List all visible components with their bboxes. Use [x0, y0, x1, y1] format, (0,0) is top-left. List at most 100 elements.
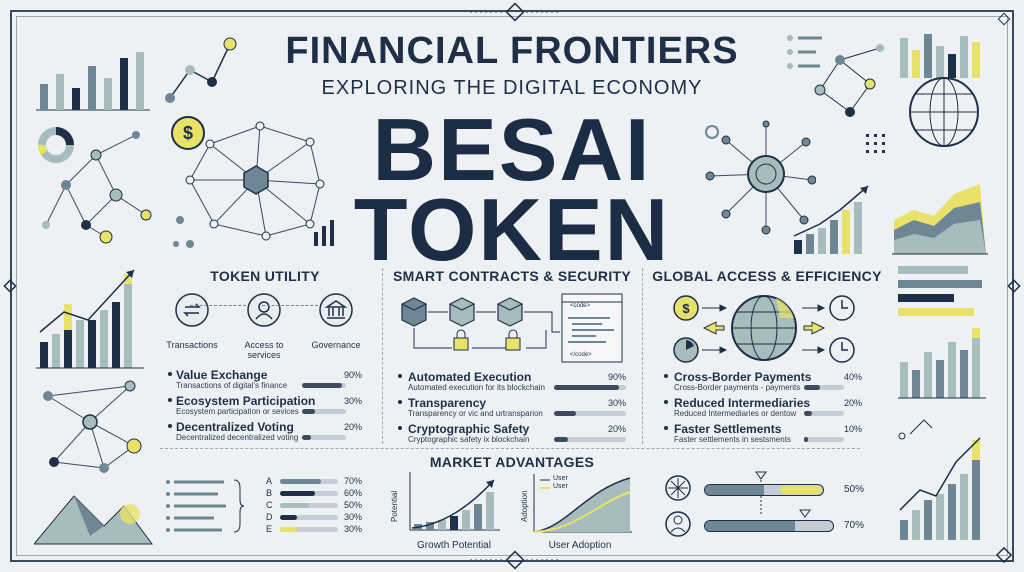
- market-advantages-title: MARKET ADVANTAGES: [429, 454, 595, 470]
- donut-chart-icon: [38, 127, 74, 163]
- item-desc: Transactions of digital's finance: [176, 381, 288, 390]
- transactions-label: Transactions: [166, 340, 218, 350]
- utility-item: Value Exchange Transactions of digital's…: [168, 368, 368, 392]
- abcde-bar: [280, 479, 338, 484]
- abcde-letter: C: [266, 500, 273, 510]
- progress-bar: [804, 411, 844, 416]
- abcde-pct: 60%: [344, 488, 363, 498]
- right-ornament-icon: [1007, 279, 1021, 293]
- progress-bar: [554, 411, 626, 416]
- progress-icons: [665, 475, 691, 537]
- left-node-graph-icon: [43, 380, 142, 473]
- user-adoption-caption: User Adoption: [548, 540, 612, 551]
- item-title: Ecosystem Participation: [176, 394, 316, 408]
- progress-bar: [302, 409, 346, 414]
- item-pct: 90%: [608, 372, 627, 382]
- abcde-bar: [280, 503, 338, 508]
- abcde-row: B 60%: [266, 488, 376, 500]
- item-pct: 90%: [344, 370, 363, 380]
- growth-bars-icon: [793, 185, 869, 254]
- progress-bar: [804, 385, 844, 390]
- adoption-legend-2: User: [553, 483, 568, 490]
- item-title: Value Exchange: [176, 368, 268, 382]
- horizontal-bars-icon: [898, 266, 982, 316]
- access-to-services-label: Access to services: [244, 340, 284, 360]
- growth-potential-chart: [409, 472, 500, 531]
- hero-title-line2: TOKEN: [353, 180, 671, 279]
- utility-item: Decentralized Voting Decentralized decen…: [168, 420, 368, 444]
- utility-item: Ecosystem Participation Ecosystem partic…: [168, 394, 368, 418]
- abcde-letter: A: [266, 476, 273, 486]
- top-right-network-icon: [814, 44, 884, 117]
- abcde-pct: 30%: [344, 524, 363, 534]
- area-chart-icon: [892, 184, 988, 255]
- item-title: Cryptographic Safety: [408, 422, 530, 436]
- page-title: FINANCIAL FRONTIERS: [285, 30, 739, 72]
- governance-label: Governance: [311, 340, 361, 350]
- dollar-coin-icon: $: [171, 116, 205, 150]
- item-desc: Transparency or vic and urtransparion: [408, 409, 543, 418]
- top-left-bar-chart-icon: [36, 52, 150, 111]
- item-title: Faster Settlements: [674, 422, 782, 436]
- growth-potential-caption: Growth Potential: [417, 540, 491, 551]
- globe-bars-icon: [900, 34, 980, 147]
- abcde-bar: [280, 515, 338, 520]
- corner-diamond-icon: [995, 546, 1013, 564]
- global-flow-diagram: $: [673, 295, 855, 363]
- item-pct: 20%: [608, 424, 627, 434]
- smart-contracts-title: SMART CONTRACTS & SECURITY: [392, 268, 632, 284]
- hero-title-line1: BESAI: [372, 100, 652, 199]
- node-graph-icon: [42, 131, 152, 244]
- code-close-tag: </code>: [570, 352, 592, 358]
- item-title: Decentralized Voting: [176, 420, 294, 434]
- global-access-title: GLOBAL ACCESS & EFFICIENCY: [652, 268, 882, 284]
- market-divider: [160, 448, 860, 449]
- hub-network-icon: [705, 120, 816, 235]
- right-bar-chart-icon: [898, 328, 986, 399]
- mountain-icon: [34, 495, 153, 545]
- abcde-letter: E: [266, 524, 273, 534]
- adoption-ylabel: Adoption: [520, 490, 529, 522]
- item-pct: 20%: [844, 398, 863, 408]
- progress-bar: [554, 385, 626, 390]
- item-desc: Automated execution for its blockchain: [408, 383, 545, 392]
- item-desc: Reduced Intermediaries or dentow: [674, 409, 797, 418]
- abcde-letter: D: [266, 512, 273, 522]
- abcde-pct: 50%: [344, 500, 363, 510]
- blockchain-network-icon: [173, 121, 334, 248]
- progress-bar: [302, 435, 346, 440]
- corner-diamond-icon: [997, 12, 1011, 26]
- contract-item: Cryptographic Safety Cryptographic safet…: [398, 422, 628, 446]
- outer-frame: [10, 10, 1014, 562]
- progress-bar: [554, 437, 626, 442]
- progress-bar: [804, 437, 844, 442]
- growth-ylabel: Potential: [390, 490, 399, 522]
- item-pct: 30%: [344, 396, 363, 406]
- code-open-tag: <code>: [570, 303, 591, 309]
- network-nodes-icon: [165, 37, 237, 103]
- abcde-row: A 70%: [266, 476, 376, 488]
- abcde-bar: [280, 491, 338, 496]
- contract-flow-diagram: [401, 293, 623, 363]
- item-desc: Faster settlements in sestsments: [674, 435, 791, 444]
- contract-item: Automated Execution Automated execution …: [398, 370, 628, 394]
- progress-bar: [302, 383, 346, 388]
- divider: [642, 268, 643, 444]
- progress-bar-1-highlight: [780, 486, 822, 494]
- progress-1-pct: 50%: [844, 484, 865, 495]
- item-desc: Ecosystem participation or sevices: [176, 407, 299, 416]
- abcde-letter: B: [266, 488, 273, 498]
- global-item: Faster Settlements Faster settlements in…: [664, 422, 864, 446]
- bottom-ornament-icon: [470, 550, 560, 570]
- item-pct: 10%: [844, 424, 863, 434]
- item-title: Cross-Border Payments: [674, 370, 812, 384]
- left-growth-chart-icon: [36, 269, 144, 369]
- item-desc: Decentralized decentralized voting: [176, 433, 299, 442]
- left-ornament-icon: [3, 279, 17, 293]
- svg-text:$: $: [682, 301, 690, 316]
- global-item: Cross-Border Payments Cross-Border payme…: [664, 370, 864, 394]
- abcde-pct: 70%: [344, 476, 363, 486]
- progress-2-pct: 70%: [844, 520, 865, 531]
- abcde-row: E 30%: [266, 524, 376, 536]
- abcde-row: C 50%: [266, 500, 376, 512]
